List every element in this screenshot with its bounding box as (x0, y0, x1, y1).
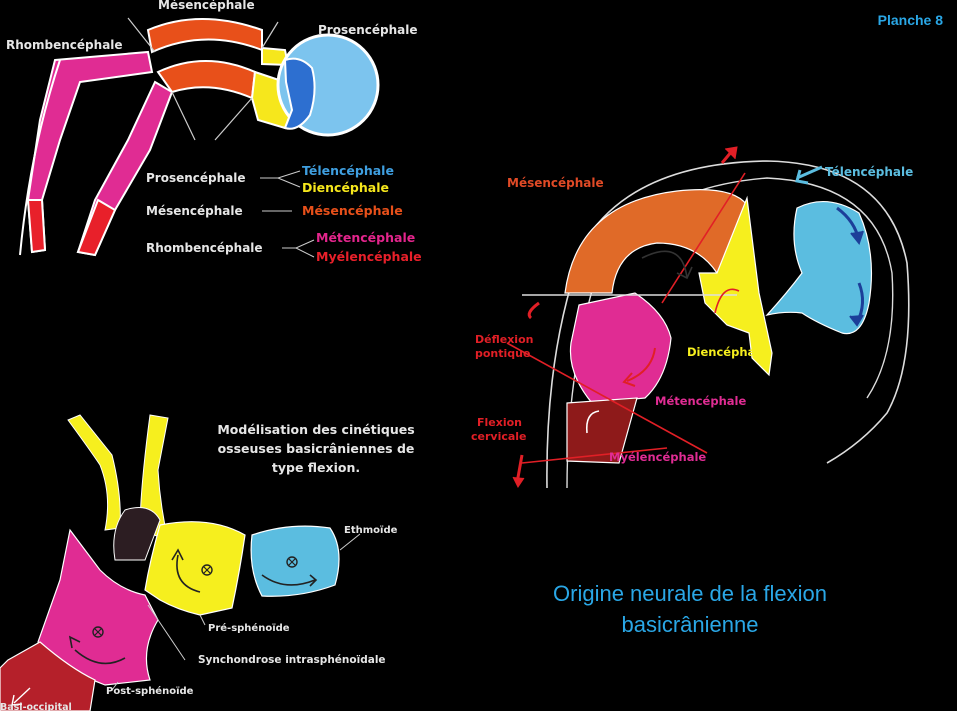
ethmoide-label: Ethmoïde (344, 525, 398, 536)
legend-group-rhombencephale: Rhombencéphale (146, 241, 263, 255)
metencephale-region (569, 292, 672, 404)
tube-outline (19, 59, 61, 256)
legend-mesencephale: Mésencéphale (302, 203, 403, 218)
brain-flexion-diagram: Mésencéphale Télencéphale Diencéphale Mé… (471, 146, 913, 489)
bone-kinetics-panel: Modélisation des cinétiques osseuses bas… (0, 410, 442, 711)
deflexion-pontique-label-line1: Déflexion (475, 333, 533, 346)
pre-sphenoide-bone (144, 521, 246, 616)
post-sphenoide-label: Post-sphénoïde (106, 685, 194, 697)
basi-occipital-label: Basi-occipital (0, 702, 72, 711)
legend-myelencephale: Myélencéphale (316, 249, 422, 264)
myelencephale-region (566, 397, 638, 464)
diencephale-region (698, 195, 773, 377)
myelencephale-tail-right (76, 198, 117, 257)
prosencephale-top-label: Prosencéphale (318, 23, 418, 37)
brain-flexion-panel: Mésencéphale Télencéphale Diencéphale Mé… (467, 143, 917, 493)
metencephale-label: Métencéphale (655, 394, 746, 408)
figure-caption: Origine neurale de la flexion basicrânie… (480, 578, 900, 640)
mesencephale-label: Mésencéphale (507, 176, 604, 190)
legend-group-prosencephale: Prosencéphale (146, 171, 246, 185)
telencephale-region (765, 200, 873, 335)
neural-tube-diagram: Mésencéphale Prosencéphale Rhombencéphal… (6, 0, 422, 264)
kinetics-title-line1: Modélisation des cinétiques (217, 422, 414, 437)
myelencephale-label: Myélencéphale (609, 450, 706, 464)
synchondrose-label: Synchondrose intrasphénoïdale (198, 654, 386, 666)
flexion-cervicale-label-line2: cervicale (471, 430, 527, 443)
flexion-cervicale-label-line1: Flexion (477, 416, 522, 429)
pre-sphenoide-label: Pré-sphénoïde (208, 622, 290, 634)
kinetics-title-line3: type flexion. (272, 460, 360, 475)
diencephale-label: Diencéphale (687, 345, 767, 359)
rhombencephale-top-label: Rhombencéphale (6, 38, 123, 52)
telencephale-segment (283, 57, 316, 130)
caption-line2: basicrânienne (621, 612, 759, 637)
mesencephale-top-label: Mésencéphale (158, 0, 255, 12)
bone-kinetics-diagram: Modélisation des cinétiques osseuses bas… (0, 414, 415, 711)
neural-tube-panel: Mésencéphale Prosencéphale Rhombencéphal… (0, 0, 442, 270)
ethmoide-bone (250, 525, 340, 597)
planche-number: Planche 8 (877, 12, 943, 28)
caption-line1: Origine neurale de la flexion (553, 581, 827, 606)
myelencephale-tail-left (26, 199, 47, 254)
telencephale-label: Télencéphale (825, 165, 913, 179)
legend-group-mesencephale: Mésencéphale (146, 204, 243, 218)
legend-metencephale: Métencéphale (316, 230, 415, 245)
kinetics-title-line2: osseuses basicrâniennes de (218, 441, 415, 456)
legend-diencephale: Diencéphale (302, 180, 389, 195)
brain-outline (546, 160, 910, 489)
deflexion-pontique-label-line2: pontique (475, 347, 530, 360)
legend-telencephale: Télencéphale (302, 163, 394, 178)
mesencephale-segment (146, 18, 263, 54)
